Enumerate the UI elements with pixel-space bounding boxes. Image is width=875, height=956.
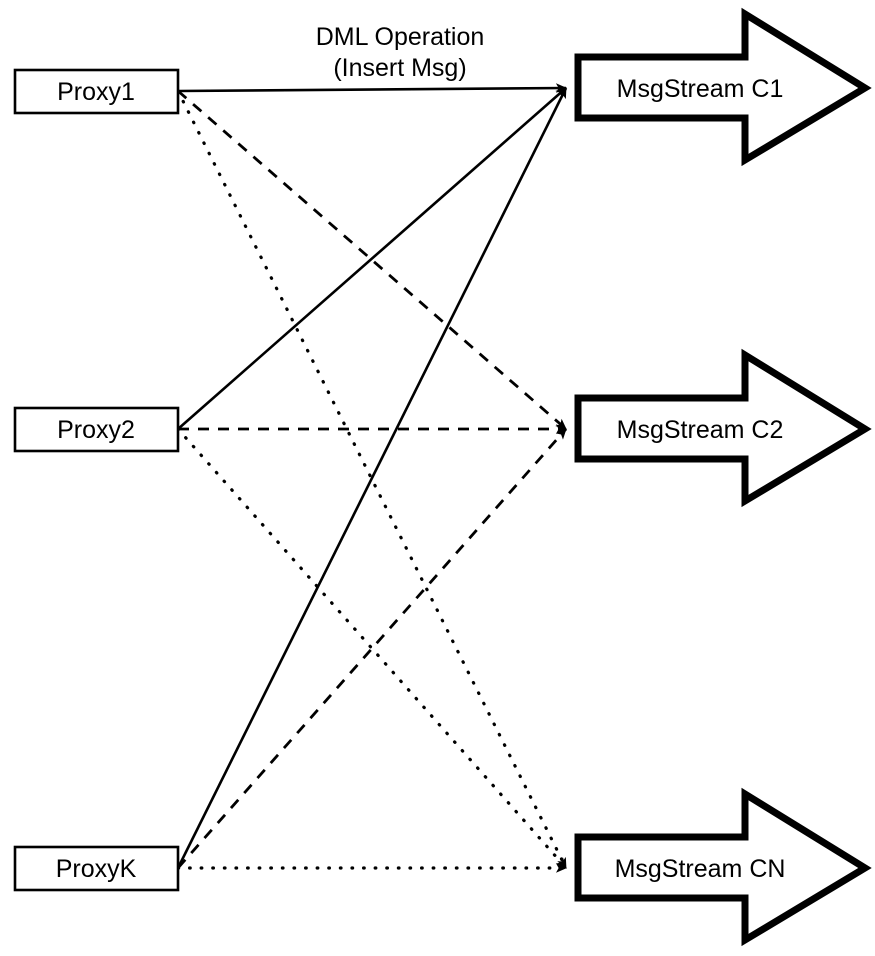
proxy1-box[interactable]	[13, 68, 180, 115]
stream-c2-arrow-shape[interactable]	[574, 348, 872, 508]
edge-proxy2-to-c1	[177, 87, 567, 430]
edge-caption-dml-operation: DML Operation (Insert Msg)	[316, 23, 485, 82]
edge-proxy1-to-c2	[177, 89, 567, 431]
stream-cn-arrow-shape[interactable]	[574, 787, 872, 947]
edge-caption-line2: (Insert Msg)	[333, 54, 466, 82]
stream-c1-label: MsgStream C1	[617, 75, 784, 103]
proxyk-label: ProxyK	[56, 855, 137, 883]
edge-proxyk-to-c1	[176, 87, 568, 869]
edge-proxyk-to-c2	[176, 428, 568, 869]
edge-proxy1-to-c1	[177, 83, 567, 93]
proxy2-label: Proxy2	[57, 416, 135, 444]
stream-node-c2[interactable]: MsgStream C2	[574, 348, 872, 508]
proxyk-box[interactable]	[13, 845, 180, 892]
edge-proxy2-to-cn	[176, 427, 568, 870]
stream-c1-arrow-shape[interactable]	[574, 7, 872, 167]
proxy2-box[interactable]	[13, 406, 180, 453]
stream-node-c1[interactable]: MsgStream C1	[574, 7, 872, 167]
proxy-node-proxy1[interactable]: Proxy1	[13, 68, 180, 115]
edge-group-proxyk	[176, 87, 568, 873]
edge-caption-line1: DML Operation	[316, 23, 485, 51]
proxy1-label: Proxy1	[57, 78, 135, 106]
edge-group-proxy2	[176, 87, 568, 870]
proxy-node-proxyk[interactable]: ProxyK	[13, 845, 180, 892]
stream-c2-label: MsgStream C2	[617, 416, 784, 444]
edge-group-proxy1	[176, 83, 568, 870]
stream-node-cn[interactable]: MsgStream CN	[574, 787, 872, 947]
proxy-node-proxy2[interactable]: Proxy2	[13, 406, 180, 453]
stream-cn-label: MsgStream CN	[615, 855, 786, 883]
